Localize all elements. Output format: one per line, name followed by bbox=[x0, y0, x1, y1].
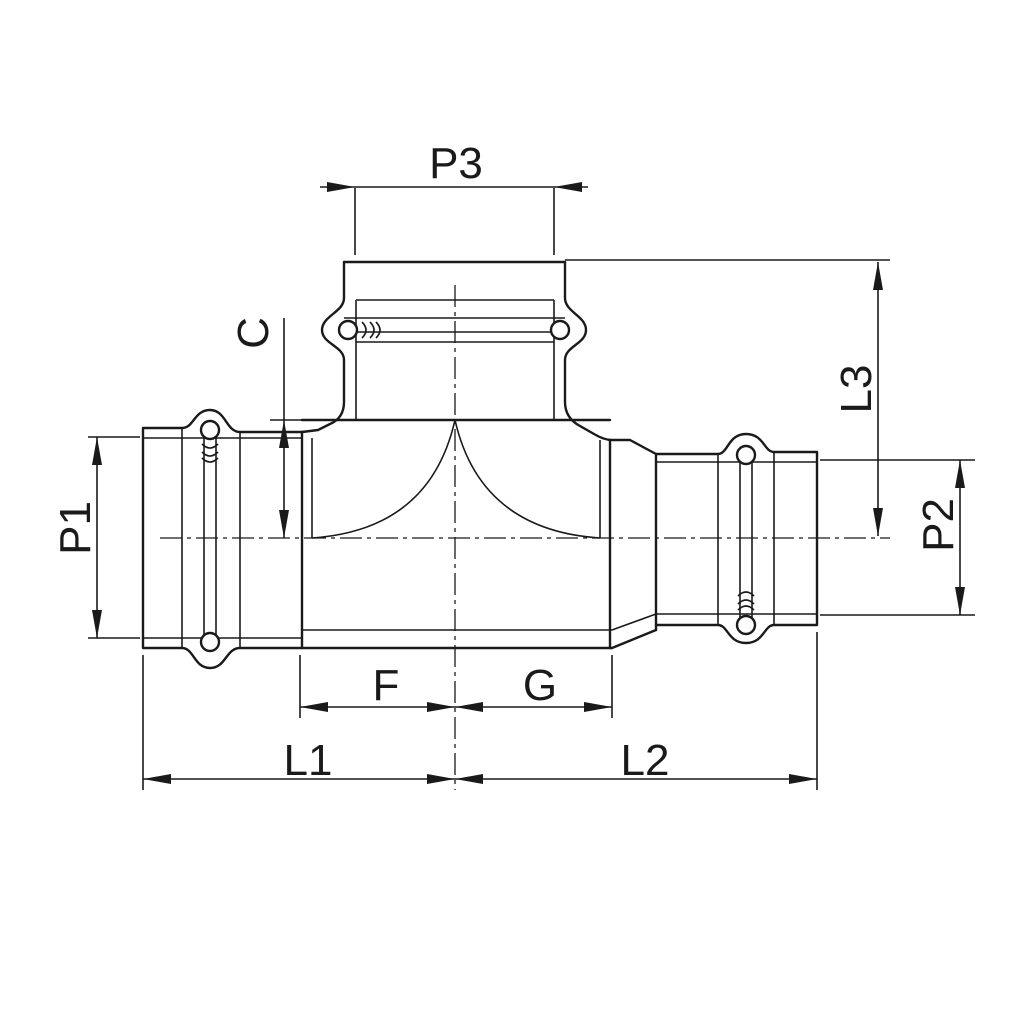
junction-curve-left bbox=[311, 419, 456, 539]
o-ring-section bbox=[735, 614, 757, 636]
dimension-f bbox=[300, 702, 455, 712]
dimension-l2 bbox=[455, 774, 817, 784]
dimension-p1 bbox=[92, 437, 102, 638]
left-socket-outline bbox=[141, 408, 304, 670]
indicator-mark bbox=[361, 321, 381, 339]
label-p3: P3 bbox=[429, 139, 483, 188]
label-g: G bbox=[523, 661, 557, 710]
dimension-p3 bbox=[320, 182, 588, 192]
dimension-p2 bbox=[955, 460, 965, 615]
dimension-g bbox=[455, 702, 612, 712]
label-f: F bbox=[373, 661, 400, 710]
dimension-l1 bbox=[143, 774, 455, 784]
label-p1: P1 bbox=[51, 501, 100, 555]
o-ring-section bbox=[199, 631, 221, 653]
indicator-mark bbox=[201, 443, 219, 463]
label-l1: L1 bbox=[284, 736, 333, 785]
reducer-inner-bottom bbox=[611, 613, 657, 631]
dimension-c bbox=[279, 318, 289, 538]
center-lines bbox=[160, 285, 890, 790]
o-ring-section bbox=[735, 444, 757, 466]
reducer-bottom bbox=[610, 628, 658, 650]
dimension-l3 bbox=[873, 262, 883, 536]
o-ring-section bbox=[549, 319, 571, 341]
branch-socket-outline bbox=[300, 260, 658, 456]
label-p2: P2 bbox=[914, 498, 963, 552]
o-ring-section bbox=[337, 319, 359, 341]
indicator-mark bbox=[737, 591, 755, 611]
label-c: C bbox=[229, 317, 278, 349]
label-l3: L3 bbox=[832, 365, 881, 414]
dimensions bbox=[88, 182, 975, 790]
label-l2: L2 bbox=[621, 736, 670, 785]
dimension-labels: P3 L3 P1 P2 C F G L1 L2 bbox=[51, 139, 963, 785]
o-ring-section bbox=[199, 419, 221, 441]
junction-curve-right bbox=[454, 419, 601, 539]
